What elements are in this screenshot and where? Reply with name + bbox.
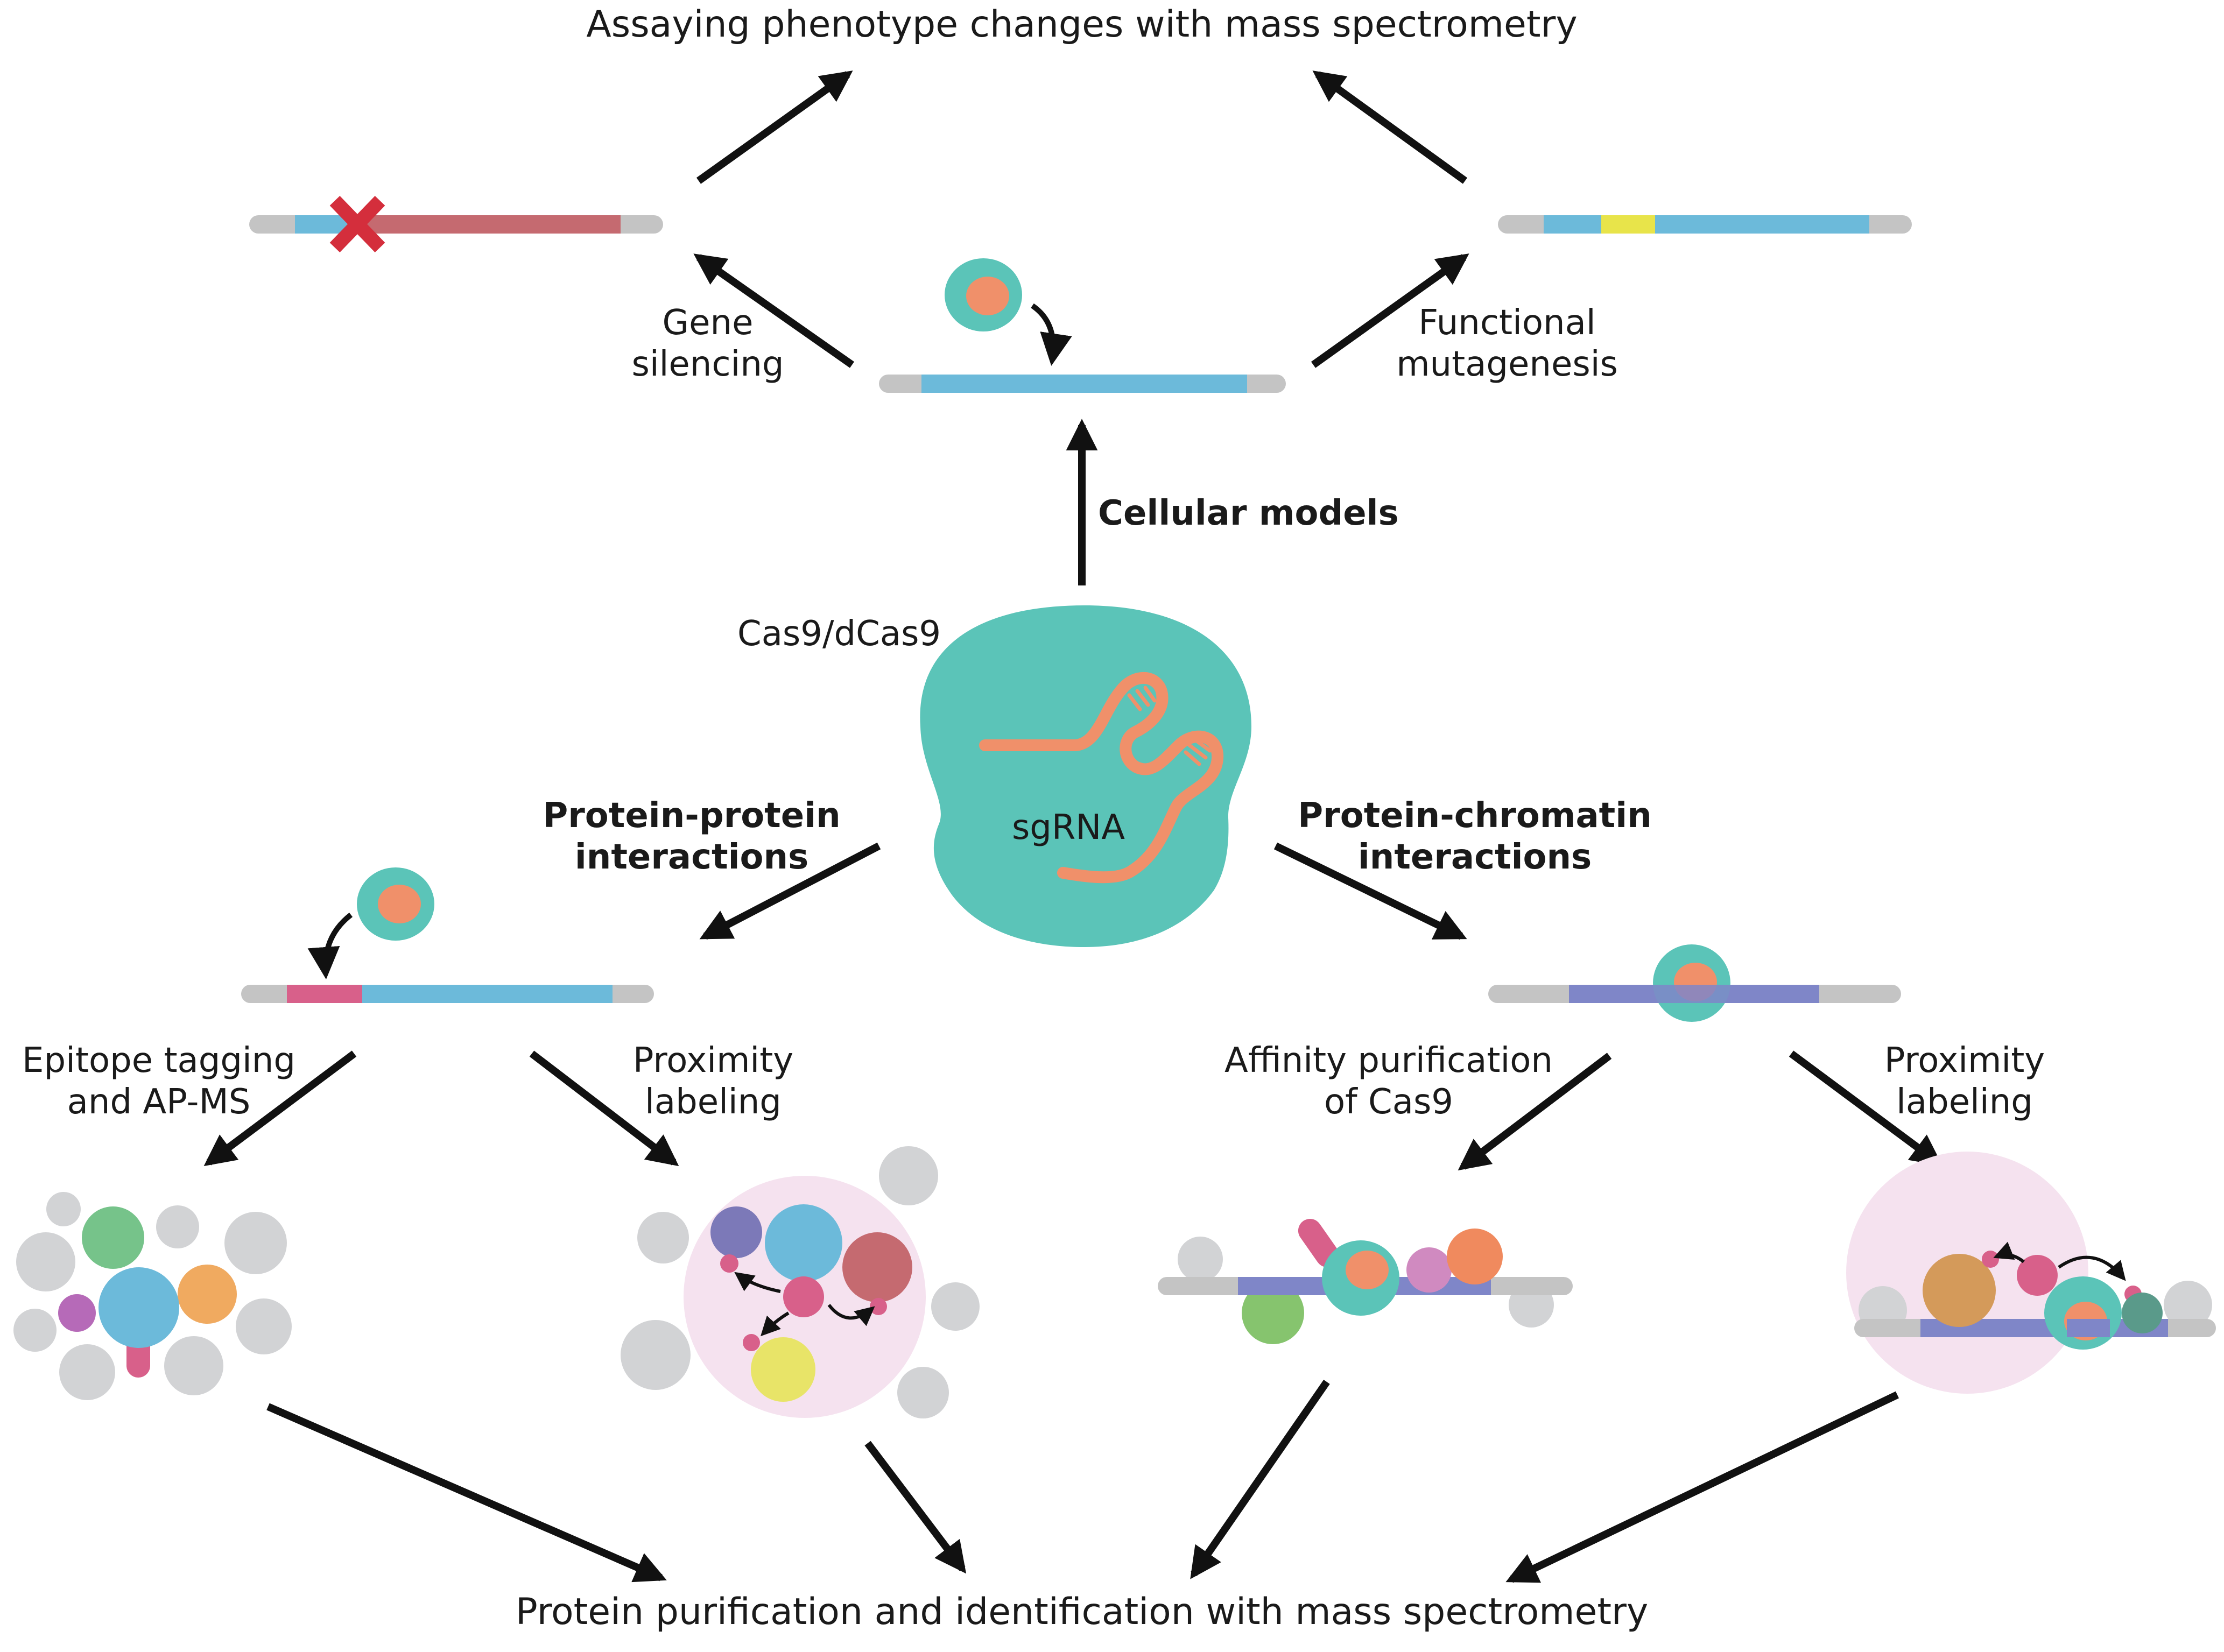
- arrow-to-ppi: [699, 842, 881, 940]
- arrow-proxleft-to-bottom: [864, 1441, 967, 1574]
- apms-protein-cluster: [13, 1192, 292, 1400]
- label-proximity-right-line1: Proximity: [1884, 1041, 2045, 1081]
- label-cellular-models: Cellular models: [1098, 493, 1399, 533]
- binding-arrow-top: [1031, 303, 1072, 366]
- label-gene-silencing-line2: silencing: [631, 344, 784, 384]
- label-affinity-purification-line1: Affinity purification: [1224, 1041, 1553, 1081]
- label-functional-mutagenesis: Functional mutagenesis: [1378, 302, 1636, 385]
- label-affinity-purification: Affinity purification of Cas9: [1195, 1040, 1582, 1123]
- arrow-dna-to-silencing: [693, 253, 855, 368]
- cas9-small-top: [945, 258, 1022, 331]
- binding-arrow-left: [307, 913, 353, 979]
- label-cas9: Cas9/dCas9: [737, 614, 941, 654]
- label-proximity-right: Proximity labeling: [1854, 1040, 2075, 1123]
- dna-target-center: [879, 375, 1286, 393]
- label-proximity-right-line2: labeling: [1896, 1082, 2033, 1122]
- cas9-small-left: [357, 867, 434, 941]
- label-epitope-tagging: Epitope tagging and AP-MS: [0, 1040, 318, 1123]
- label-proximity-left-line2: labeling: [645, 1082, 782, 1122]
- label-gene-silencing-line1: Gene: [662, 303, 754, 343]
- top-title: Assaying phenotype changes with mass spe…: [586, 3, 1578, 46]
- label-affinity-purification-line2: of Cas9: [1324, 1082, 1453, 1122]
- label-protein-chromatin: Protein-chromatin interactions: [1284, 795, 1666, 878]
- label-protein-chromatin-line2: interactions: [1357, 837, 1592, 877]
- cas9-protein-icon: [920, 605, 1251, 947]
- arrow-proximity-left: [529, 1050, 679, 1167]
- arrow-affinity-to-bottom: [1190, 1380, 1330, 1579]
- label-epitope-tagging-line2: and AP-MS: [67, 1082, 251, 1122]
- dna-functional-mutagenesis: [1498, 215, 1912, 234]
- label-protein-protein: Protein-protein interactions: [530, 795, 853, 878]
- sgrna-icon: [979, 672, 1224, 884]
- label-epitope-tagging-line1: Epitope tagging: [22, 1041, 295, 1081]
- affinity-cluster: [1158, 1219, 1573, 1344]
- arrow-mutagenesis-to-top: [1312, 70, 1468, 184]
- arrow-apms-to-bottom: [266, 1403, 667, 1583]
- arrow-to-pci: [1273, 842, 1467, 940]
- dna-chromatin: [1488, 944, 1901, 1022]
- label-functional-mutagenesis-line1: Functional: [1418, 303, 1596, 343]
- label-protein-protein-line2: interactions: [574, 837, 809, 877]
- main-arrows: [203, 70, 1943, 1583]
- label-gene-silencing: Gene silencing: [597, 302, 818, 385]
- dna-gene-silencing: [249, 195, 663, 253]
- arrow-affinity: [1458, 1053, 1612, 1171]
- label-protein-chromatin-line1: Protein-chromatin: [1298, 796, 1652, 836]
- arrow-dna-to-mutagenesis: [1311, 253, 1469, 368]
- dna-epitope-tag: [241, 985, 654, 1003]
- arrow-proximity-right: [1789, 1050, 1943, 1167]
- label-proximity-left: Proximity labeling: [603, 1040, 824, 1123]
- label-sgrna: sgRNA: [1011, 808, 1125, 848]
- arrow-proxright-to-bottom: [1505, 1391, 1899, 1583]
- label-protein-protein-line1: Protein-protein: [543, 796, 841, 836]
- bottom-title: Protein purification and identification …: [515, 1591, 1649, 1633]
- knockout-cross-icon: [329, 195, 385, 253]
- arrow-epitope: [203, 1050, 357, 1167]
- label-functional-mutagenesis-line2: mutagenesis: [1396, 344, 1618, 384]
- arrow-silencing-to-top: [696, 70, 853, 184]
- proximity-cluster-right: [1846, 1152, 2216, 1394]
- proximity-cluster-left: [621, 1146, 980, 1418]
- label-proximity-left-line1: Proximity: [632, 1041, 794, 1081]
